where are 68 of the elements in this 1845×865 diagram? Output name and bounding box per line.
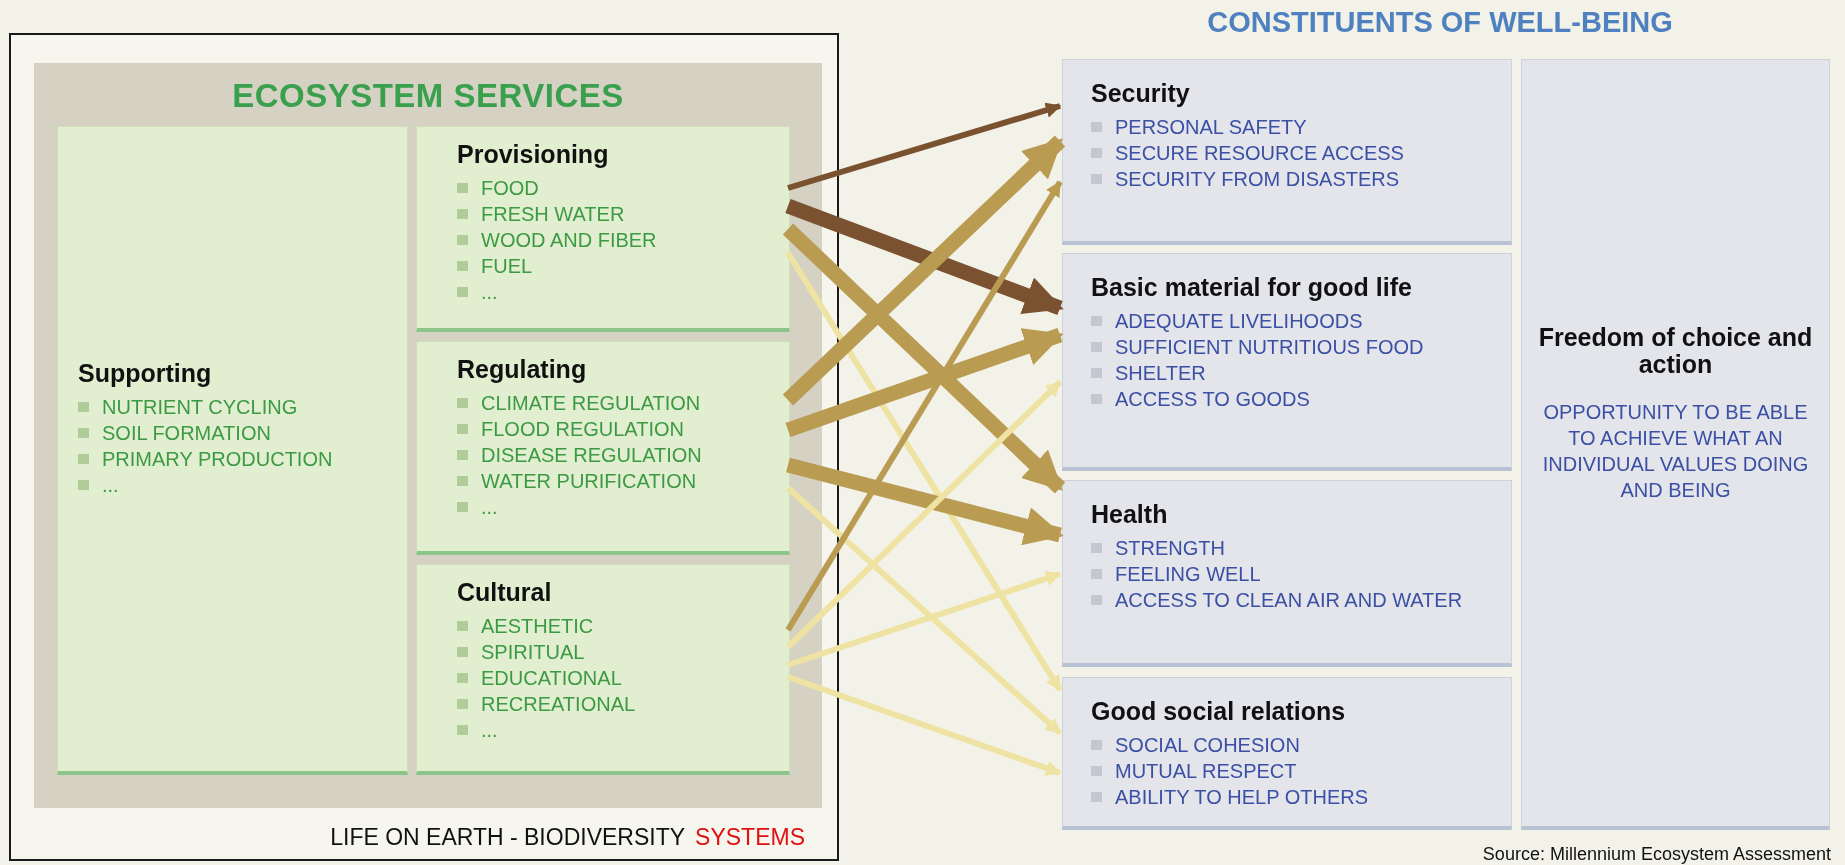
list-item: STRENGTH — [1091, 534, 1501, 561]
arrow — [782, 135, 1066, 406]
list-item: ... — [457, 493, 775, 520]
list-item: DISEASE REGULATION — [457, 441, 775, 468]
arrow — [782, 223, 1066, 494]
arrow — [785, 327, 1064, 438]
wellbeing-box — [1062, 677, 1512, 830]
list-item: FRESH WATER — [457, 200, 775, 227]
arrow — [785, 251, 1063, 692]
frame-label: LIFE ON EARTH - BIODIVERSITY — [330, 824, 686, 851]
box-heading: Provisioning — [457, 141, 610, 169]
caption: Source: Millennium Ecosystem Assessment — [1482, 844, 1831, 865]
list-item: MUTUAL RESPECT — [1091, 757, 1501, 784]
list-item: ... — [457, 278, 775, 305]
arrow — [787, 571, 1062, 668]
frame-label: SYSTEMS — [695, 824, 805, 851]
list-item: SHELTER — [1091, 359, 1501, 386]
list-item: SOIL FORMATION — [78, 419, 393, 446]
list-item: PERSONAL SAFETY — [1091, 113, 1501, 140]
list-item: WOOD AND FIBER — [457, 226, 775, 253]
list-item: SECURE RESOURCE ACCESS — [1091, 139, 1501, 166]
list-item: ABILITY TO HELP OTHERS — [1091, 783, 1501, 810]
list-item: EDUCATIONAL — [457, 664, 775, 691]
box-heading: Supporting — [78, 360, 213, 388]
list-item: AESTHETIC — [457, 612, 775, 639]
panel-title: ECOSYSTEM SERVICES — [231, 77, 625, 115]
list-item: FOOD — [457, 174, 775, 201]
arrow — [785, 198, 1064, 316]
list-item: ACCESS TO CLEAN AIR AND WATER — [1091, 586, 1501, 613]
list-item: ADEQUATE LIVELIHOODS — [1091, 307, 1501, 334]
list-item: WATER PURIFICATION — [457, 467, 775, 494]
arrow — [786, 485, 1062, 736]
arrow — [785, 379, 1063, 650]
list-item: SECURITY FROM DISASTERS — [1091, 165, 1501, 192]
list-item: FLOOD REGULATION — [457, 415, 775, 442]
box-heading: Basic material for good life — [1091, 274, 1413, 302]
list-item: CLIMATE REGULATION — [457, 389, 775, 416]
box-heading: Good social relations — [1091, 698, 1347, 726]
service-box — [416, 341, 790, 555]
list-item: ... — [457, 716, 775, 743]
arrow — [785, 180, 1063, 632]
column-title: CONSTITUENTS OF WELL-BEING — [1206, 6, 1674, 39]
arrow — [787, 102, 1062, 191]
service-box — [416, 564, 790, 775]
wellbeing-box — [1062, 59, 1512, 245]
list-item: FUEL — [457, 252, 775, 279]
wellbeing-box — [1062, 253, 1512, 471]
box-heading: Freedom of choice and action — [1537, 323, 1814, 379]
list-item: SPIRITUAL — [457, 638, 775, 665]
service-box — [416, 126, 790, 332]
list-item: SUFFICIENT NUTRITIOUS FOOD — [1091, 333, 1501, 360]
arrow — [787, 674, 1062, 776]
box-heading: Health — [1091, 501, 1169, 529]
service-box — [57, 126, 408, 775]
list-item: PRIMARY PRODUCTION — [78, 445, 393, 472]
wellbeing-box — [1062, 480, 1512, 667]
wellbeing-box — [1521, 59, 1830, 830]
list-item: ACCESS TO GOODS — [1091, 385, 1501, 412]
box-text: OPPORTUNITY TO BE ABLE TO ACHIEVE WHAT AN INDIVIDUAL VALUES DOING AND BEING — [1541, 399, 1810, 503]
list-item: RECREATIONAL — [457, 690, 775, 717]
arrow — [786, 457, 1064, 546]
list-item: SOCIAL COHESION — [1091, 731, 1501, 758]
box-heading: Cultural — [457, 579, 553, 607]
box-heading: Regulating — [457, 356, 588, 384]
list-item: ... — [78, 471, 393, 498]
list-item: FEELING WELL — [1091, 560, 1501, 587]
box-heading: Security — [1091, 80, 1191, 108]
list-item: NUTRIENT CYCLING — [78, 393, 393, 420]
